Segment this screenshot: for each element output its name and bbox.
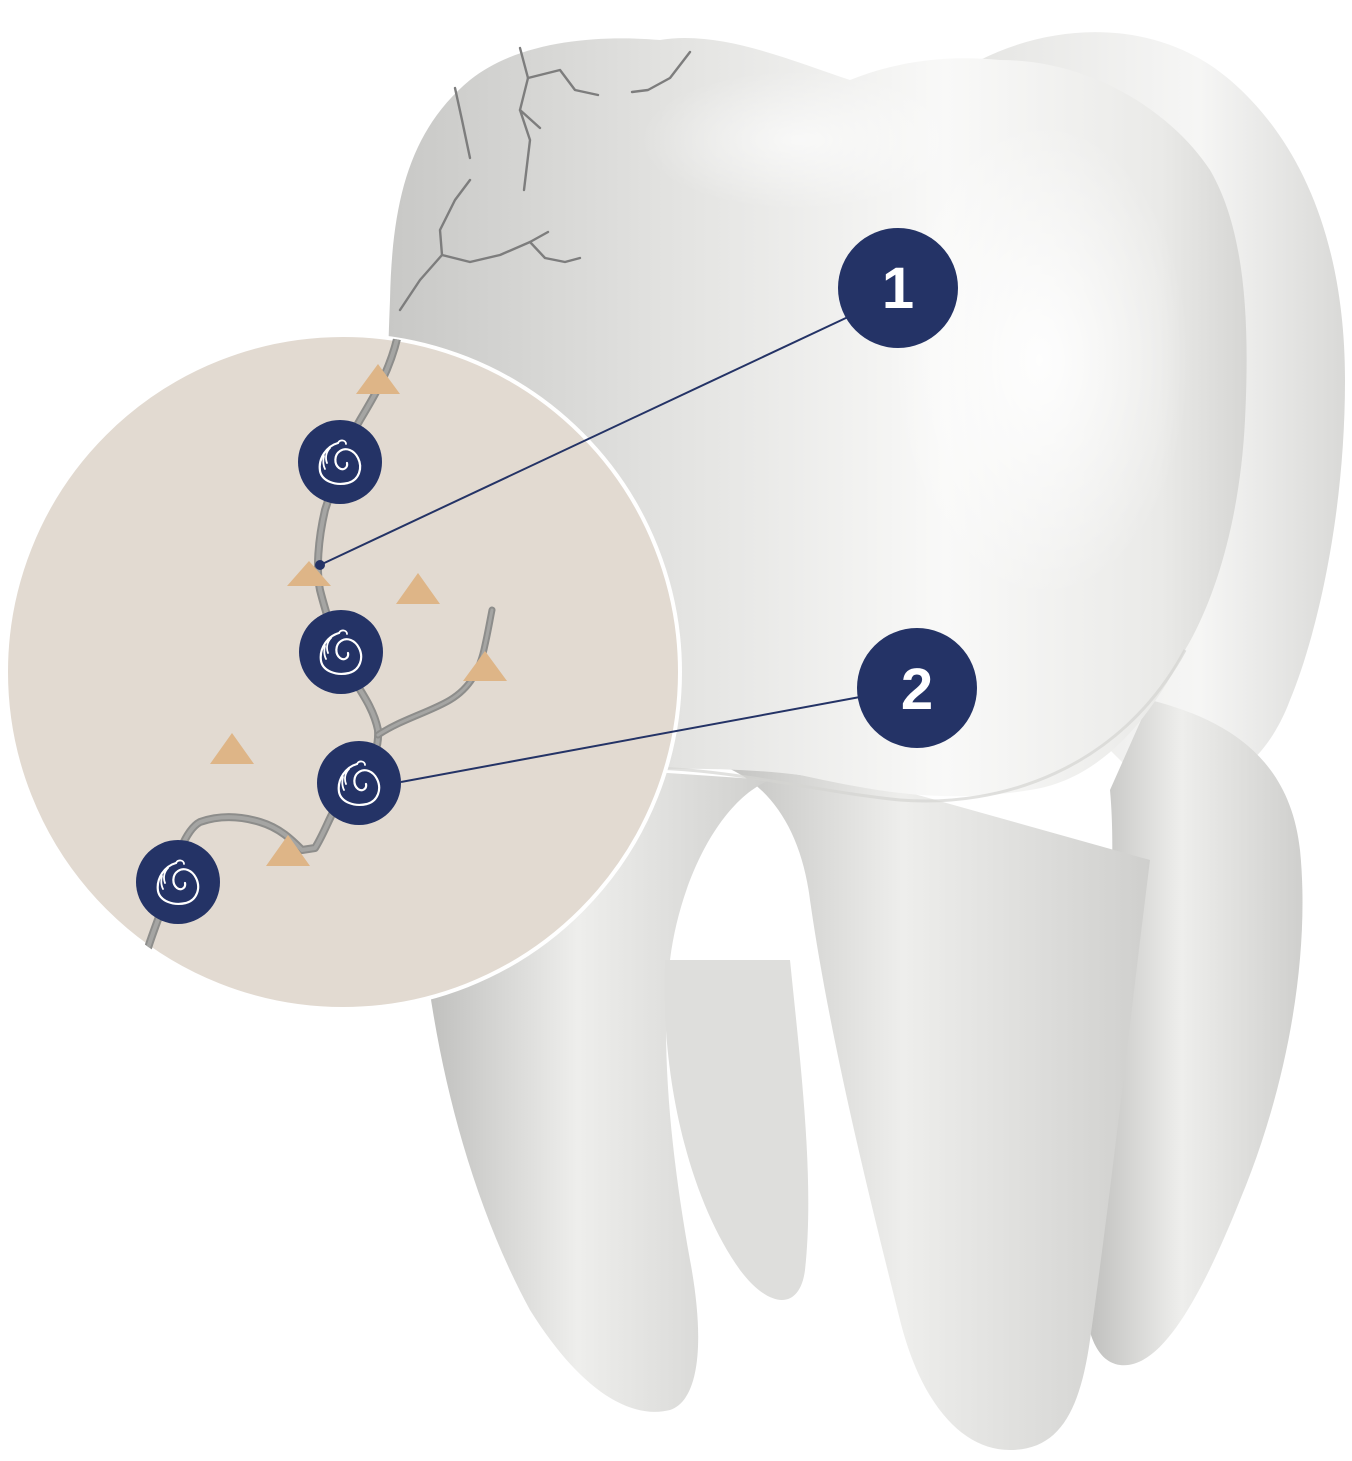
callout-badge-1 bbox=[838, 228, 958, 348]
enamel-cracks bbox=[398, 46, 692, 312]
callout-2: 2 bbox=[857, 628, 977, 748]
particle-triangle bbox=[266, 835, 310, 866]
bacteria-badge bbox=[317, 741, 401, 825]
particles bbox=[210, 364, 507, 866]
callout-1: 1 bbox=[838, 228, 958, 348]
tooth-root-inner bbox=[664, 960, 809, 1300]
callout-badge-2 bbox=[857, 628, 977, 748]
callout-number-1: 1 bbox=[882, 256, 914, 321]
particle-triangle bbox=[396, 573, 440, 604]
bacteria-badge bbox=[136, 840, 220, 924]
callout-number-2: 2 bbox=[901, 657, 933, 722]
bacteria-badge bbox=[298, 420, 382, 504]
tooth-root-middle bbox=[700, 760, 1150, 1450]
particle-triangle bbox=[356, 364, 400, 394]
particle-triangle bbox=[463, 651, 507, 681]
bacteria-group bbox=[136, 420, 401, 924]
particle-triangle bbox=[287, 561, 331, 586]
leader-line-1 bbox=[319, 316, 849, 566]
leader-line-2 bbox=[400, 696, 861, 783]
bacteria-badge bbox=[299, 610, 383, 694]
particle-triangle bbox=[210, 733, 254, 764]
leader-dot-1 bbox=[315, 560, 325, 570]
tooth-highlight-2 bbox=[640, 70, 960, 210]
tooth-cervical-line bbox=[599, 649, 1187, 803]
leader-lines bbox=[315, 316, 861, 783]
zoom-magnifier bbox=[4, 333, 682, 1011]
tooth-highlight bbox=[890, 120, 1190, 600]
